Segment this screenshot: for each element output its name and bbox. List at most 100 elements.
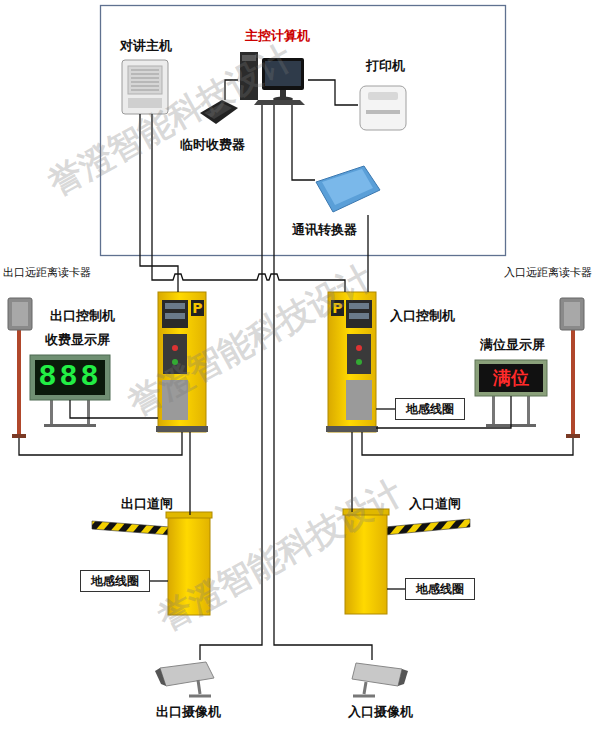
wire [19,432,182,455]
controller-window [165,303,185,309]
reader-face [12,302,28,326]
converter-body [316,166,380,212]
sign-letter: P [331,300,344,316]
device-label: 主控计算机 [235,28,320,44]
controller-button [356,345,362,351]
display-frame [30,355,110,400]
main-computer: 主控计算机 [238,50,308,105]
screen-text: 888 [30,357,110,398]
controller-panel [346,300,372,328]
monitor-screen [265,61,301,86]
pc-tower [240,52,258,100]
controller-panel [162,300,188,328]
display-leg [87,399,90,425]
reader-pole [17,328,21,436]
intercom-keys [128,98,162,108]
wire [376,408,395,409]
device-label: 出口摄像机 [143,704,233,720]
converter-top [322,169,373,205]
gate-top [343,509,389,515]
device-label: 入口摄像机 [335,704,425,720]
watermark: 誉澄智能科技设计 [139,465,421,645]
printer-body [360,86,406,130]
wire [292,105,315,180]
reader-base [12,434,26,438]
sign-letter: P [191,300,204,316]
controller-lower [346,380,372,420]
card-reader: 入口远距离读卡器 [560,296,586,438]
wire [70,400,158,418]
device-label: 入口远距离读卡器 [480,266,592,280]
wire [367,215,368,292]
loop-box: 地感线圈 [395,398,465,420]
loop-label: 地感线圈 [396,399,464,419]
wire [150,580,168,581]
wire [274,105,372,660]
wire [200,105,262,660]
gate-top [166,512,212,518]
entry-controller: 入口控制机 [328,292,376,432]
loop-box: 地感线圈 [80,570,150,592]
controller-slot-panel [163,334,187,374]
display-leg [50,399,53,425]
printer-slot [366,110,400,114]
device-label: 入口控制机 [380,308,465,324]
printer-lid [368,92,398,100]
controller-button [356,359,362,365]
intercom-grill [128,66,162,94]
display-base [44,424,96,427]
reader-face [564,302,580,326]
pc-drive [242,55,256,61]
comm-converter: 通讯转换器 [315,165,380,215]
fee-device-top [204,103,232,119]
exit-camera: 出口摄像机 [158,660,218,696]
fee-display: 收费显示屏888 [30,355,110,400]
full-display: 满位显示屏满位 [475,360,547,396]
wire [225,80,238,100]
device-label: 打印机 [350,58,420,74]
controller-window [165,313,185,319]
exit-controller: 出口控制机 [158,292,206,432]
keyboard [254,100,305,105]
loop-box: 地感线圈 [405,578,475,600]
display-leg [492,395,495,425]
controller-base [326,426,378,432]
reader-head [560,298,584,330]
camera-mount [189,680,211,696]
device-label: 通讯转换器 [277,222,372,238]
wire [362,432,573,455]
parking-sign [331,300,344,316]
wire [376,396,511,428]
barrier-arm [385,519,470,535]
fee-device [200,100,238,124]
reader-base [566,434,580,438]
device-label: 出口远距离读卡器 [3,266,115,280]
controller-button [172,345,178,351]
wire [308,80,358,105]
exit-gate: 出口道闸 [168,515,210,615]
loop-label: 地感线圈 [406,579,474,599]
entry-gate: 入口道闸 [345,512,387,614]
device-label: 入口道闸 [400,496,470,512]
display-leg [527,395,530,425]
controller-button [172,359,178,365]
controller-slot-panel [347,334,371,374]
camera-body [352,663,402,686]
card-reader: 出口远距离读卡器 [6,296,32,438]
device-label: 出口控制机 [40,308,125,324]
controller-lower [162,380,188,420]
room-frame [101,6,506,256]
monitor [262,58,304,90]
controller-body [158,292,206,432]
loop-label: 地感线圈 [81,571,149,591]
device-label: 出口道闸 [112,496,182,512]
reader-pole [571,328,575,436]
fee-collector: 临时收费器 [198,100,238,126]
device-label: 临时收费器 [168,137,256,153]
camera-lens [398,669,408,686]
device-label: 收费显示屏 [35,332,120,348]
display-frame [475,360,547,396]
controller-base [156,426,208,432]
camera-mount [353,682,375,696]
reader-head [8,298,32,330]
